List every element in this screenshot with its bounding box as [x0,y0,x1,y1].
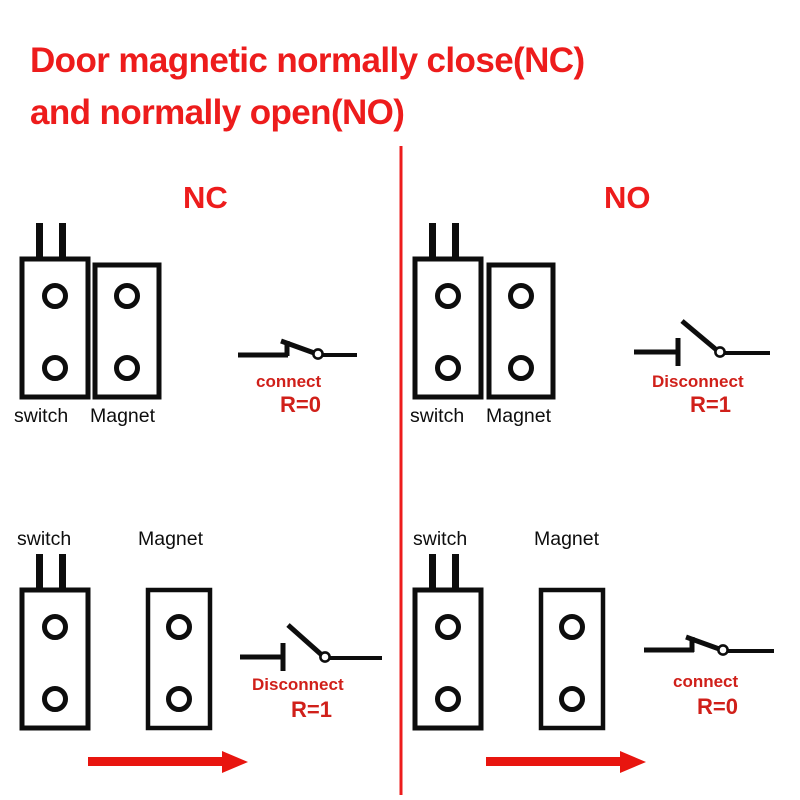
arrow-head [222,751,248,773]
magnet-body-no-separated [538,587,606,731]
page-title-line2: and normally open(NO) [30,93,404,132]
state-label: connect [256,372,322,391]
resistance-label: R=0 [280,392,321,417]
mounting-hole-icon [435,283,461,309]
closed-switch-symbol-icon [238,338,357,360]
mounting-hole-icon [42,355,68,381]
magnet-body-no-open [486,262,556,400]
mounting-hole-icon [42,614,68,640]
mounting-hole-icon [42,283,68,309]
wire-lead-icon [429,554,436,592]
page-title-line1: Door magnetic normally close(NC) [30,41,585,80]
panel-no-open: switch Magnet Disconnect R=1 [410,223,770,427]
wire-lead-icon [452,223,459,261]
wire-lead-icon [452,554,459,592]
state-label: Disconnect [252,675,344,694]
magnet-label: Magnet [138,528,204,550]
switch-lever [280,338,318,357]
arrow-shaft [88,757,228,766]
switch-body-nc-separated [19,554,91,731]
switch-body-no-open [412,223,484,400]
resistance-label: R=1 [291,697,332,722]
mounting-hole-icon [508,355,534,381]
switch-body-no-separated [412,554,484,731]
wire-lead-icon [59,554,66,592]
mounting-hole-icon [114,355,140,381]
closed-switch-symbol-icon [644,634,774,656]
wire-lead-icon [36,223,43,261]
switch-body-nc-closed [19,223,91,400]
open-switch-symbol-icon [240,623,382,671]
mounting-hole-icon [435,686,461,712]
section-label-no: NO [604,180,651,215]
arrow-shaft [486,757,626,766]
switch-label: switch [14,405,68,427]
state-label: connect [673,672,739,691]
magnet-label: Magnet [486,405,552,427]
switch-label: switch [17,528,71,550]
red-right-arrow-icon [88,751,248,773]
switch-pivot-icon [717,644,729,656]
red-right-arrow-icon [486,751,646,773]
switch-label: switch [410,405,464,427]
mounting-hole-icon [435,614,461,640]
switch-lever [685,634,723,653]
switch-pivot-icon [714,346,726,358]
switch-pivot-icon [312,348,324,360]
mounting-hole-icon [166,686,192,712]
mounting-hole-icon [508,283,534,309]
magnet-body-nc-closed [92,262,162,400]
wire-lead-icon [59,223,66,261]
mounting-hole-icon [435,355,461,381]
switch-pivot-icon [319,651,331,663]
magnet-label: Magnet [534,528,600,550]
arrow-head [620,751,646,773]
open-switch-symbol-icon [634,319,770,366]
mounting-hole-icon [42,686,68,712]
resistance-label: R=1 [690,392,731,417]
state-label: Disconnect [652,372,744,391]
magnet-body-nc-separated [145,587,213,731]
mounting-hole-icon [114,283,140,309]
switch-lever [680,319,721,354]
wire-lead-icon [429,223,436,261]
switch-housing [19,256,91,400]
mounting-hole-icon [166,614,192,640]
wire-lead-icon [36,554,43,592]
section-label-nc: NC [183,180,228,215]
magnet-housing [486,262,556,400]
resistance-label: R=0 [697,694,738,719]
magnet-label: Magnet [90,405,156,427]
mounting-hole-icon [559,686,585,712]
switch-lever [286,623,326,659]
mounting-hole-icon [559,614,585,640]
panel-nc-separated: switch Magnet Discon [17,528,382,773]
panel-nc-closed: switch Magnet connect R=0 [14,223,357,427]
panel-no-separated: switch Magnet connec [412,528,774,773]
switch-label: switch [413,528,467,550]
